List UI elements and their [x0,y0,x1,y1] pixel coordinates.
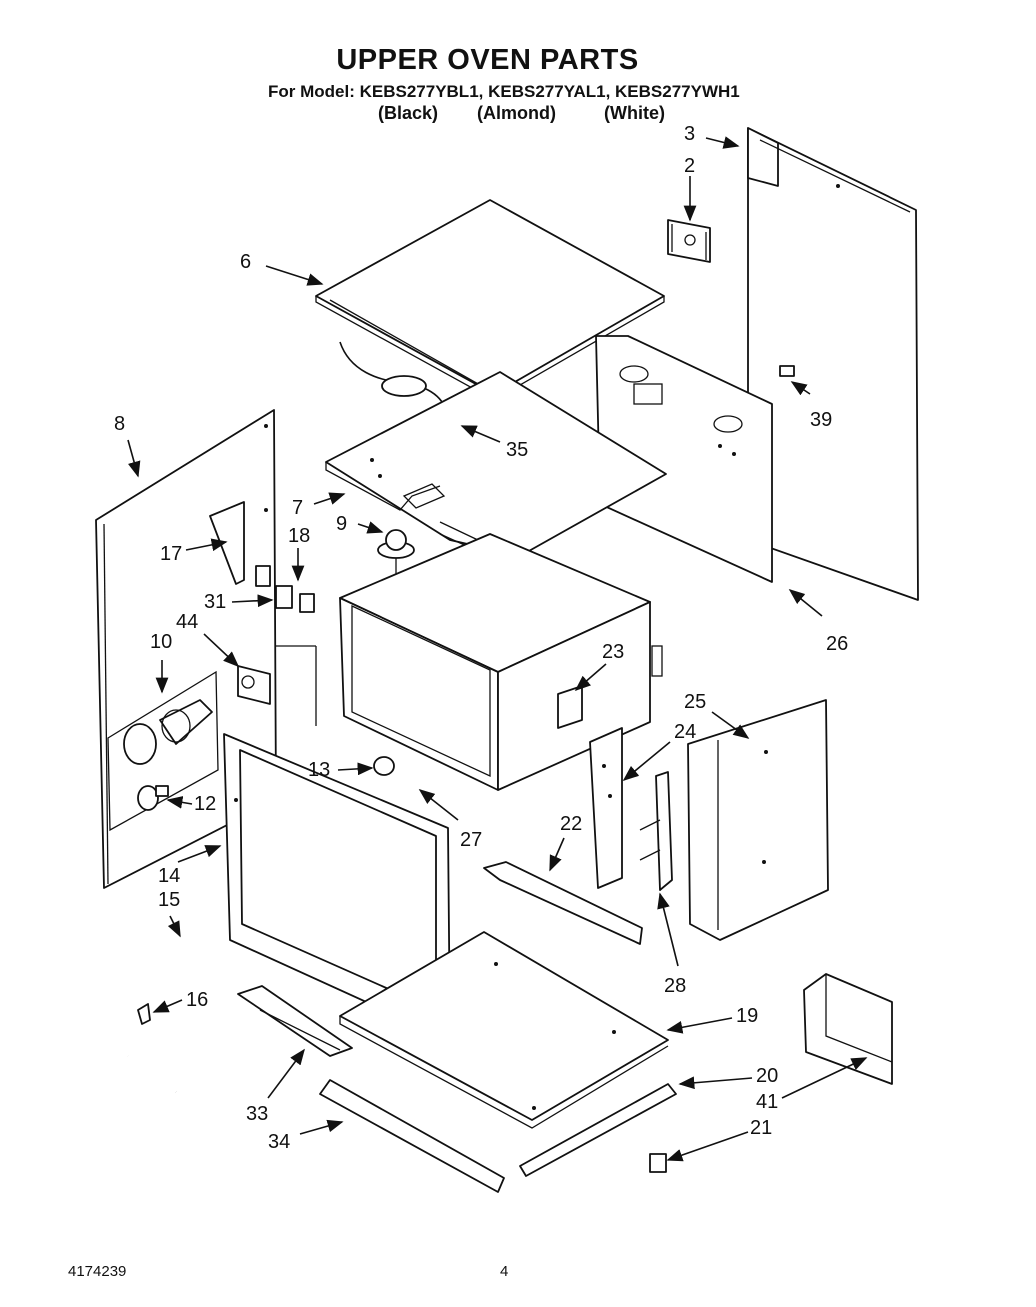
part-22-lower-rail [483,861,643,945]
callout-26: 26 [826,633,848,655]
callout-44: 44 [176,611,198,633]
callout-12: 12 [194,793,216,815]
callout-23: 23 [602,641,624,663]
variant-black: (Black) [378,103,439,123]
callout-2: 2 [684,155,695,177]
part-14-front-frame [223,733,451,1041]
page-number: 4 [500,1263,509,1280]
callout-14: 14 [158,865,180,887]
callout-18: 18 [288,525,310,547]
part-19-oven-bottom [339,931,669,1129]
callout-6: 6 [240,251,251,273]
part-16-clip [137,1003,151,1025]
part-44-lamp-bracket [237,665,271,705]
leader-lines [127,136,868,1162]
part-31-switch [275,585,293,609]
part-2-bracket [667,219,711,263]
callout-24: 24 [674,721,696,743]
callout-21: 21 [750,1117,772,1139]
part-18-clips [255,565,315,613]
callout-7: 7 [292,497,303,519]
part-6-top-panel [315,199,665,401]
part-13-plug [373,756,395,776]
variant-white: (White) [604,103,665,123]
part-20-rail [519,1083,677,1177]
callout-16: 16 [186,989,208,1011]
callout-8: 8 [114,413,125,435]
callout-9: 9 [336,513,347,535]
part-41-cover [803,973,893,1085]
callout-25: 25 [684,691,706,713]
part-23-bracket [557,685,583,729]
part-24-side-rail [589,727,623,889]
callout-41: 41 [756,1091,778,1113]
callout-labels: 3 2 6 39 35 8 7 9 18 17 31 26 44 10 23 2… [114,123,848,1153]
callout-10: 10 [150,631,172,653]
part-9-sensor [377,529,459,586]
part-15-door-gasket [70,885,238,1118]
callout-27: 27 [460,829,482,851]
callout-19: 19 [736,1005,758,1027]
callout-13: 13 [308,759,330,781]
document-number: 4174239 [68,1263,127,1280]
part-12-bulb [137,785,169,811]
callout-34: 34 [268,1131,290,1153]
diagram-title: UPPER OVEN PARTS [336,44,639,76]
callout-28: 28 [664,975,686,997]
callout-35: 35 [506,439,528,461]
part-26-rear-panel [595,335,773,583]
part-28-hinge [639,771,673,891]
callout-39: 39 [810,409,832,431]
part-39-clip [779,365,795,377]
callout-15: 15 [158,889,180,911]
part-34-bottom-trim [319,1079,505,1193]
callout-17: 17 [160,543,182,565]
part-10-lamp-socket [123,699,213,765]
callout-20: 20 [756,1065,778,1087]
variant-almond: (Almond) [477,103,556,123]
callout-3: 3 [684,123,695,145]
part-21-clip [649,1153,667,1173]
model-line: For Model: KEBS277YBL1, KEBS277YAL1, KEB… [268,82,740,101]
part-33-vent-trim [237,985,353,1057]
part-3-back-panel [747,127,919,601]
callout-33: 33 [246,1103,268,1125]
part-25-side-panel [687,699,829,941]
callout-31: 31 [204,591,226,613]
callout-22: 22 [560,813,582,835]
